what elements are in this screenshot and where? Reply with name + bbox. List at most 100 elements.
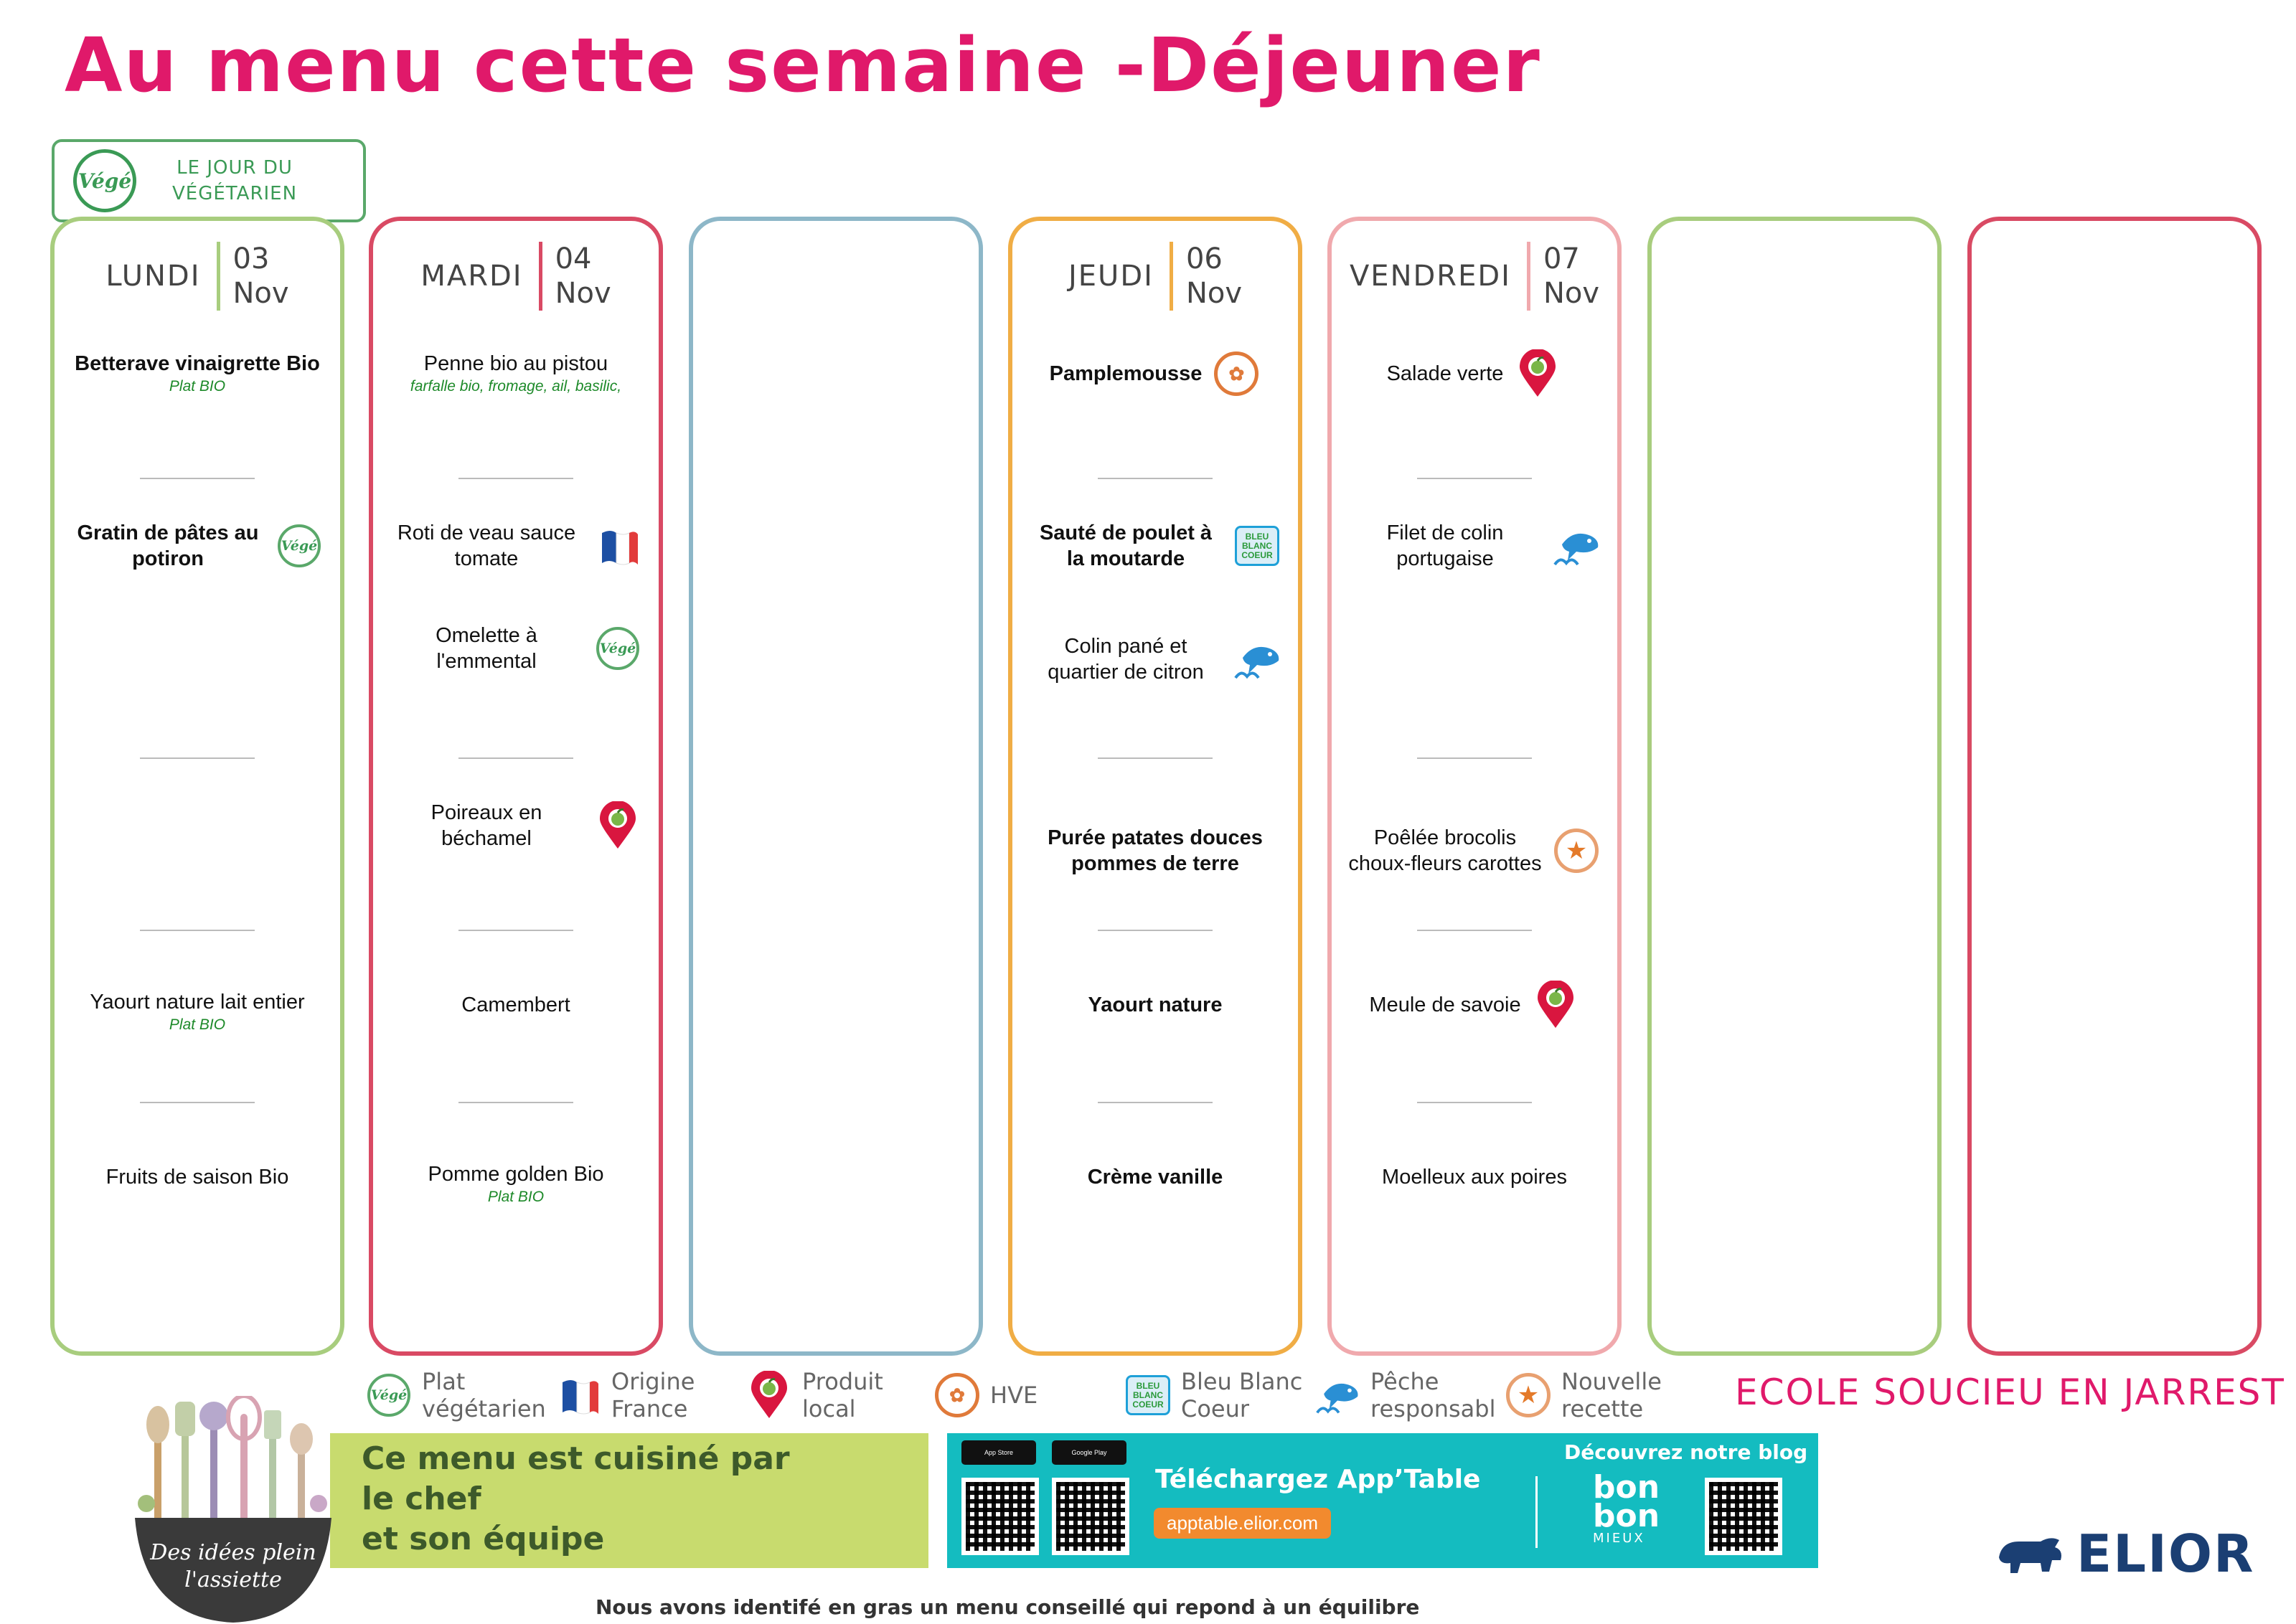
new-recipe-star-icon: ★ <box>1552 826 1601 875</box>
course-separator <box>1098 930 1213 931</box>
vegetarian-day-label: LE JOUR DU VÉGÉTARIEN <box>172 155 297 207</box>
menu-item-name: Colin pané et quartier de citron <box>1048 635 1204 684</box>
elior-wordmark: ELIOR <box>2076 1524 2255 1584</box>
local-product-pin-icon <box>593 801 642 850</box>
menu-item: Moelleux aux poires <box>1342 1152 1607 1202</box>
responsible-fishing-icon <box>1233 635 1281 684</box>
menu-item-name: Moelleux aux poires <box>1382 1166 1567 1189</box>
footer-note: Nous avons identifé en gras un menu cons… <box>596 1595 1420 1619</box>
menu-item-name: Sauté de poulet à la moutarde <box>1039 521 1213 570</box>
day-number: 04 <box>555 242 592 275</box>
legend-label-line2: France <box>611 1395 688 1422</box>
legend-label-line1: Origine <box>611 1368 695 1395</box>
google-play-badge[interactable]: Google Play <box>1052 1440 1126 1465</box>
menu-item-name: Crème vanille <box>1087 1166 1223 1189</box>
legend-label-line2: responsabl <box>1370 1395 1496 1422</box>
app-store-badge[interactable]: App Store <box>961 1440 1036 1465</box>
blog-title: Découvrez notre blog <box>1564 1440 1808 1464</box>
menu-item-name: Fruits de saison Bio <box>105 1166 289 1189</box>
course-separator <box>1098 757 1213 759</box>
menu-item: Colin pané et quartier de citron <box>1022 620 1288 699</box>
day-column-empty <box>689 217 983 1356</box>
qr-code-google-play[interactable] <box>1052 1478 1129 1555</box>
menu-item-name: Pamplemousse <box>1049 362 1203 385</box>
day-name: MARDI <box>420 260 523 293</box>
course-separator <box>1098 478 1213 479</box>
chef-line1: Ce menu est cuisiné par <box>362 1440 790 1477</box>
legend-label-line2: végétarien <box>422 1395 546 1422</box>
bonbon-line2: bon <box>1593 1498 1660 1534</box>
menu-item-name: Camembert <box>461 993 570 1016</box>
menu-item-note: Plat BIO <box>487 1189 545 1205</box>
new-recipe-badge-icon: ★ <box>1506 1373 1551 1417</box>
app-url-link[interactable]: apptable.elior.com <box>1154 1508 1332 1539</box>
menu-item-note: farfalle bio, fromage, ail, basilic, <box>410 378 622 395</box>
course-separator <box>1417 478 1532 479</box>
chef-text: Ce menu est cuisiné par le chef et son é… <box>362 1439 790 1559</box>
qr-code-app-store[interactable] <box>961 1478 1039 1555</box>
school-name: ECOLE SOUCIEU EN JARREST <box>1735 1372 2285 1413</box>
des-idees-logo: Des idées plein l'assiette <box>135 1396 331 1623</box>
page-title: Au menu cette semaine -Déjeuner <box>65 22 1541 109</box>
chef-line2: le chef <box>362 1481 481 1517</box>
bowl-text-line1: Des idées plein <box>149 1540 316 1565</box>
local-product-pin-icon <box>1531 981 1580 1029</box>
course-separator <box>458 1102 573 1103</box>
course-separator <box>1417 1102 1532 1103</box>
menu-item-name: Poireaux en béchamel <box>430 801 542 850</box>
menu-item-name: Gratin de pâtes au potiron <box>77 521 259 570</box>
hve-icon: ✿ <box>1212 349 1261 398</box>
menu-item: Fruits de saison Bio <box>65 1152 330 1202</box>
vege-badge-icon: Végé <box>367 1374 410 1417</box>
menu-item-name: Filet de colin portugaise <box>1386 521 1504 570</box>
legend-label-line1: Bleu Blanc <box>1181 1368 1303 1395</box>
day-column-empty <box>1647 217 1942 1356</box>
menu-item: Salade verte <box>1342 341 1607 406</box>
legend-label-line1: HVE <box>990 1382 1038 1409</box>
legend-label-line1: Plat <box>422 1368 466 1395</box>
legend-label: HVE <box>990 1382 1038 1409</box>
day-name: LUNDI <box>105 260 201 293</box>
course-separator <box>458 478 573 479</box>
day-month: Nov <box>1185 277 1243 310</box>
bonbon-sub: MIEUX <box>1593 1531 1645 1546</box>
bbc-badge-icon: BLEU BLANC COEUR <box>1235 526 1279 566</box>
menu-item-note: Plat BIO <box>169 378 226 395</box>
qr-code-blog[interactable] <box>1705 1478 1782 1555</box>
day-column-empty <box>1967 217 2262 1356</box>
course-separator <box>458 757 573 759</box>
new-recipe-star-icon: ★ <box>1505 1372 1551 1418</box>
course-separator <box>1098 1102 1213 1103</box>
bbc-badge-icon: BLEU BLANC COEUR <box>1126 1375 1170 1415</box>
menu-item: Filet de colin portugaise <box>1342 506 1607 585</box>
bonbon-line1: bon <box>1593 1469 1660 1506</box>
legend-item-hve: ✿HVE <box>924 1363 1038 1427</box>
menu-item-name: Poêlée brocolis choux-fleurs carottes <box>1348 826 1542 875</box>
course-separator <box>140 930 255 931</box>
elior-bull-icon <box>1999 1538 2061 1573</box>
local-product-pin-icon <box>1513 349 1562 398</box>
bowl-text-line2: l'assiette <box>184 1567 282 1592</box>
chef-banner: Ce menu est cuisiné par le chef et son é… <box>330 1433 928 1568</box>
legend-label-line2: Coeur <box>1181 1395 1250 1422</box>
course-separator <box>458 930 573 931</box>
banner-divider <box>1535 1476 1538 1548</box>
legend-label-line2: local <box>802 1395 856 1422</box>
menu-item-name: Meule de savoie <box>1369 993 1521 1016</box>
